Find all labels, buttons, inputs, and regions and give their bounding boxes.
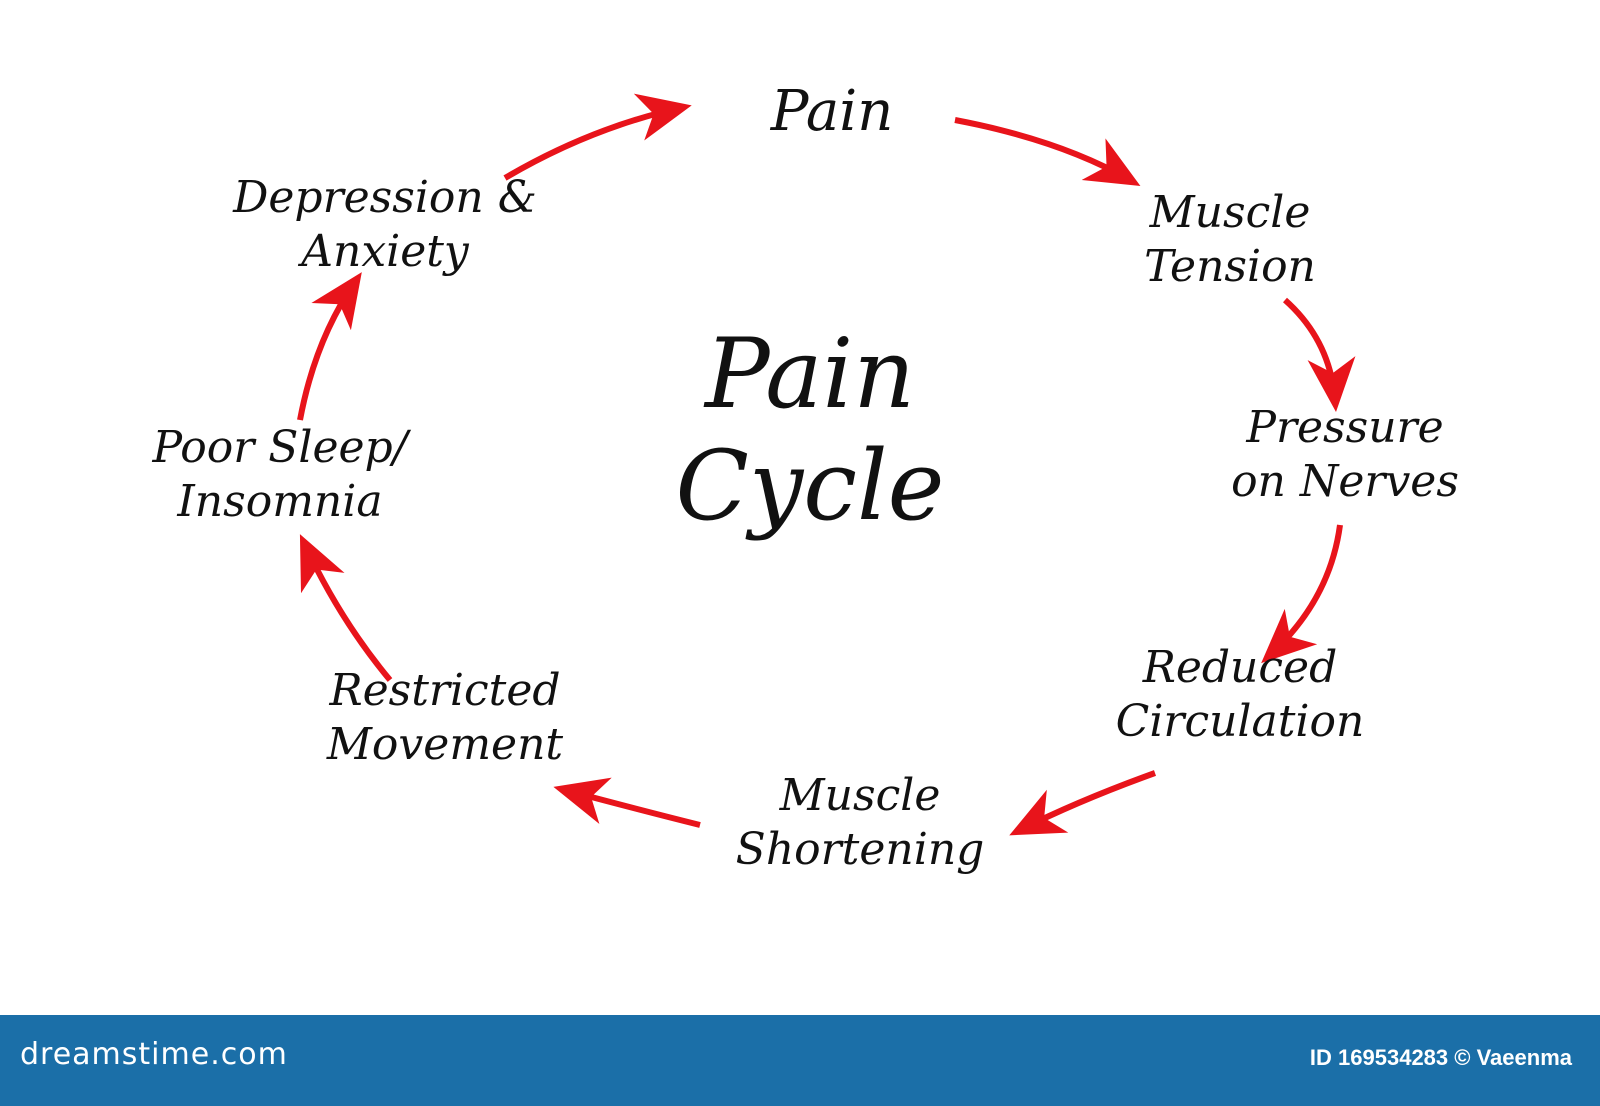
node-restricted-movement-line-2: Movement: [326, 719, 564, 770]
center-title-line-1: Pain: [704, 318, 916, 430]
node-muscle-tension-line-1: Muscle: [1149, 187, 1311, 238]
arrow-pressure-to-reduced-circulation: [1261, 524, 1343, 664]
node-reduced-circulation: Reduced Circulation: [1116, 641, 1365, 749]
node-poor-sleep-insomnia: Poor Sleep/ Insomnia: [152, 421, 407, 529]
node-reduced-circulation-line-1: Reduced: [1142, 642, 1338, 693]
arrow-reduced-circulation-to-muscle-shortening: [1009, 770, 1157, 836]
arrow-muscle-shortening-to-restricted-movement: [553, 777, 701, 828]
arrow-restricted-movement-to-poor-sleep: [299, 534, 393, 682]
arrow-poor-sleep-to-depression: [297, 272, 362, 421]
node-pressure-on-nerves-line-1: Pressure: [1246, 402, 1444, 453]
center-title-line-2: Cycle: [675, 430, 945, 542]
node-restricted-movement: Restricted Movement: [327, 664, 563, 772]
diagram-center-title: Pain Cycle: [676, 318, 945, 542]
pain-cycle-diagram: Pain Cycle Pain Muscle Tension Pressure …: [152, 79, 1459, 877]
node-depression-anxiety: Depression & Anxiety: [233, 171, 537, 279]
node-restricted-movement-line-1: Restricted: [329, 665, 561, 716]
arrow-pain-to-muscle-tension: [954, 117, 1141, 186]
node-muscle-shortening-line-2: Shortening: [735, 824, 985, 875]
node-pressure-on-nerves: Pressure on Nerves: [1231, 401, 1459, 509]
node-pressure-on-nerves-line-2: on Nerves: [1231, 456, 1459, 507]
arrows-layer: [297, 93, 1356, 836]
node-poor-sleep-insomnia-line-1: Poor Sleep/: [152, 422, 408, 473]
arrow-depression-to-pain: [503, 93, 692, 181]
node-muscle-shortening-line-1: Muscle: [779, 770, 941, 821]
node-pain: Pain: [770, 79, 894, 144]
footer-bar: dreamstime.com ID 169534283 © Vaeenma: [0, 1015, 1600, 1106]
node-depression-anxiety-line-2: Anxiety: [301, 226, 469, 277]
node-poor-sleep-insomnia-line-2: Insomnia: [177, 476, 383, 527]
node-depression-anxiety-line-1: Depression &: [233, 172, 537, 223]
node-reduced-circulation-line-2: Circulation: [1115, 696, 1365, 747]
node-pain-line-1: Pain: [770, 79, 894, 144]
arrow-muscle-tension-to-pressure: [1283, 297, 1356, 412]
node-muscle-tension: Muscle Tension: [1144, 186, 1316, 294]
node-muscle-shortening: Muscle Shortening: [736, 769, 985, 877]
footer-brand: dreamstime.com: [20, 1037, 288, 1072]
node-muscle-tension-line-2: Tension: [1144, 241, 1316, 292]
footer-credit: ID 169534283 © Vaeenma: [1309, 1045, 1572, 1070]
